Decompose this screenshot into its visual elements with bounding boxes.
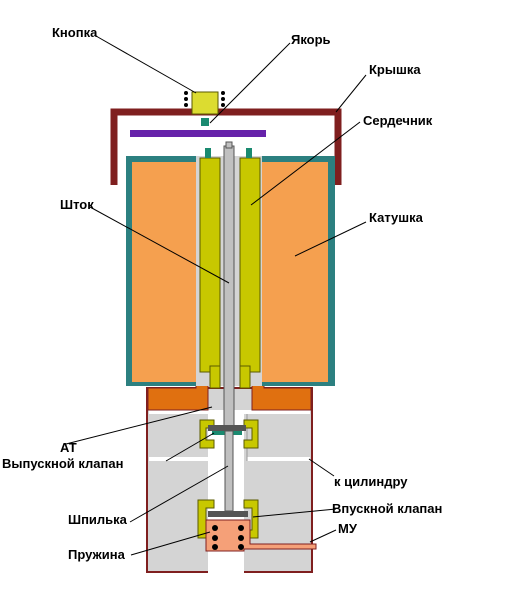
label-shpilka: Шпилька [68,512,127,527]
button-spring [184,91,225,107]
core-tab-left [205,148,211,158]
rod [223,145,235,427]
inlet-valve-disc [208,511,248,517]
coil-left [132,162,196,382]
mu-channel [205,519,317,552]
valve-body-divider [244,414,247,461]
cover [110,108,342,185]
label-at: АТ [60,440,77,455]
core-left [199,157,221,373]
label-serdechnik: Сердечник [363,113,433,128]
label-vpusknoy: Впускной клапан [332,501,443,516]
core-bottom-left [209,365,221,389]
label-mu: МУ [338,521,357,536]
exhaust-valve-disc [208,425,246,431]
armature [130,130,266,137]
label-yakor: Якорь [291,32,331,47]
button [191,91,219,115]
core-bottom-right [239,365,251,389]
label-k-cilindru: к цилиндру [334,474,408,489]
leader-lines [65,35,367,556]
label-shtok: Шток [60,197,94,212]
coil-right [262,162,328,382]
exhaust-valve-right [243,419,259,449]
core-tab-right [246,148,252,158]
pin [224,430,234,512]
label-knopka: Кнопка [52,25,98,40]
core-right [239,157,261,373]
label-kryshka: Крышка [369,62,421,77]
label-katushka: Катушка [369,210,423,225]
rod-top [225,141,233,149]
button-stem [201,118,209,126]
label-vypusknoy: Выпускной клапан [2,456,124,471]
inlet-valve-right [243,499,259,539]
spring [212,525,244,550]
label-pruzhina: Пружина [68,547,125,562]
